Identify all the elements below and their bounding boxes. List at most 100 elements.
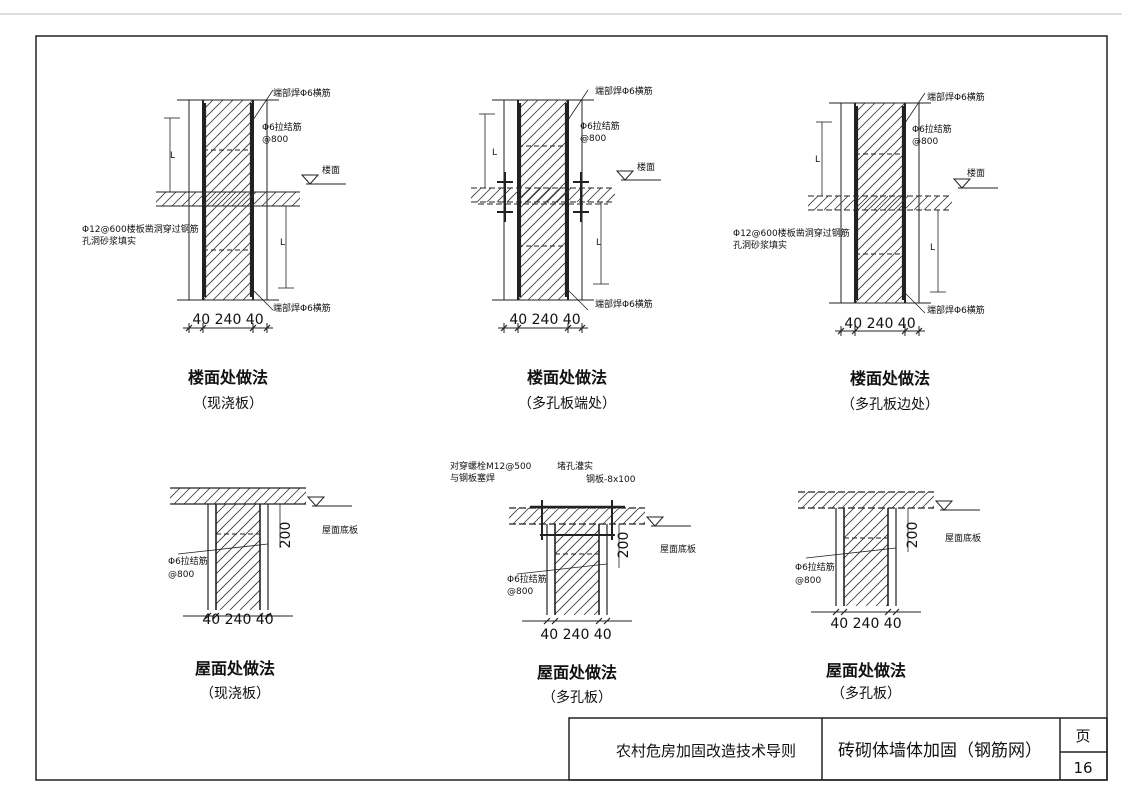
width-dims: 40 240 40 (844, 316, 915, 332)
detail-roof-hollow-slab: 屋面底板 200 Φ6拉结筋 @800 40 240 40 屋面处做法 （多孔板… (795, 522, 981, 702)
length-mark: L (930, 243, 935, 253)
guide-title: 农村危房加固改造技术导则 (616, 742, 796, 760)
leader (904, 92, 926, 124)
length-mark: L (280, 238, 285, 248)
bolt-note-2: 与钢板塞焊 (450, 472, 495, 484)
dim-tick (212, 612, 220, 620)
leader (177, 543, 269, 555)
dim-tick (884, 608, 892, 616)
detail-roof-cast-slab: 屋面底板 200 Φ6拉结筋 @800 40 240 40 屋面处做法 （现浇板… (168, 522, 358, 702)
tie-note: Φ6拉结筋 (168, 555, 208, 567)
detail-subtitle: （多孔板边处） (841, 396, 939, 413)
detail-title: 屋面处做法 (826, 661, 906, 680)
detail-title: 屋面处做法 (537, 663, 617, 682)
hole-note-1: Φ12@600楼板凿洞穿过钢筋 (733, 227, 850, 239)
floor-label: 楼面 (637, 161, 655, 173)
tie-note: Φ6拉结筋 (507, 573, 547, 585)
floor-slab (156, 192, 300, 206)
length-mark: L (596, 238, 601, 248)
level-triangle-icon (952, 178, 972, 189)
leader (805, 547, 897, 559)
brick-wall (216, 504, 260, 610)
level-triangle-icon (300, 174, 320, 185)
detail-roof-hollow-slab-bolted: 对穿螺栓M12@500 与钢板塞焊 堵孔灌实 钢板-8x100 屋面底板 200… (450, 460, 696, 706)
detail-subtitle: （多孔板） (542, 689, 612, 706)
roof-slab (509, 508, 645, 524)
floor-label: 楼面 (967, 167, 985, 179)
leader (252, 89, 274, 121)
dim-tick (263, 324, 271, 332)
leader (567, 289, 589, 311)
dim-tick (837, 327, 845, 335)
length-mark: L (492, 148, 497, 158)
tie-spacing: @800 (168, 570, 194, 580)
hole-note-1: Φ12@600楼板凿洞穿过钢筋 (82, 223, 199, 235)
bottom-note: 端部焊Φ6横筋 (273, 302, 331, 314)
floor-slab (808, 196, 952, 210)
title-block: 农村危房加固改造技术导则 砖砌体墙体加固（钢筋网） 页 16 (568, 717, 1108, 781)
width-dims: 40 240 40 (830, 616, 901, 632)
dim-tick (595, 617, 603, 625)
dim-tick (564, 324, 572, 332)
detail-floor-hollow-slab-edge: 端部焊Φ6横筋 Φ6拉结筋 @800 楼面 Φ12@600楼板凿洞穿过钢筋 孔洞… (733, 91, 985, 413)
dim-tick (851, 327, 859, 335)
leader (252, 289, 274, 311)
tie-note: Φ6拉结筋 (912, 123, 952, 135)
height-dim: 200 (278, 522, 294, 549)
level-triangle-icon (645, 516, 665, 527)
detail-title: 楼面处做法 (850, 369, 930, 388)
level-triangle-icon (306, 496, 326, 507)
dim-tick (199, 324, 207, 332)
floor-label: 楼面 (322, 164, 340, 176)
dim-tick (832, 608, 840, 616)
dim-tick (264, 612, 272, 620)
dim-tick (249, 324, 257, 332)
roof-label: 屋面底板 (322, 524, 358, 536)
detail-subtitle: （现浇板） (193, 396, 263, 412)
bottom-note: 端部焊Φ6横筋 (595, 298, 653, 310)
dim-tick (603, 617, 611, 625)
height-dim: 200 (905, 522, 921, 549)
floor-slab (471, 188, 615, 202)
detail-geometry (156, 89, 998, 625)
width-dims: 40 240 40 (509, 312, 580, 328)
roof-slab (170, 488, 306, 504)
brick-wall (844, 508, 888, 606)
detail-subtitle: （现浇板） (200, 686, 270, 702)
top-note: 端部焊Φ6横筋 (595, 85, 653, 97)
tie-spacing: @800 (262, 135, 288, 145)
dim-tick (892, 608, 900, 616)
level-triangle-icon (615, 170, 635, 181)
level-triangle-icon (934, 500, 954, 511)
dim-tick (901, 327, 909, 335)
tie-spacing: @800 (580, 134, 606, 144)
detail-subtitle: （多孔板） (831, 685, 901, 702)
roof-label: 屋面底板 (945, 532, 981, 544)
dim-tick (551, 617, 559, 625)
hole-note-2: 孔洞砂浆填实 (82, 235, 136, 247)
fill-note: 堵孔灌实 (557, 460, 593, 472)
page-number: 16 (1073, 759, 1092, 777)
dim-tick (514, 324, 522, 332)
detail-subtitle: （多孔板端处） (518, 395, 616, 412)
dim-tick (256, 612, 264, 620)
brick-wall (855, 103, 905, 303)
roof-label: 屋面底板 (660, 543, 696, 555)
bottom-note: 端部焊Φ6横筋 (927, 304, 985, 316)
dim-tick (840, 608, 848, 616)
width-dims: 40 240 40 (540, 627, 611, 643)
leader (904, 292, 926, 314)
dim-tick (578, 324, 586, 332)
tie-note: Φ6拉结筋 (795, 561, 835, 573)
top-note: 端部焊Φ6横筋 (927, 91, 985, 103)
bolt-note-1: 对穿螺栓M12@500 (450, 460, 532, 472)
length-mark: L (170, 151, 175, 161)
tie-note: Φ6拉结筋 (580, 120, 620, 132)
tie-spacing: @800 (795, 576, 821, 586)
dim-tick (204, 612, 212, 620)
width-dims: 40 240 40 (202, 612, 273, 628)
tie-note: Φ6拉结筋 (262, 121, 302, 133)
detail-title: 屋面处做法 (195, 659, 275, 678)
plate-note: 钢板-8x100 (586, 473, 636, 485)
